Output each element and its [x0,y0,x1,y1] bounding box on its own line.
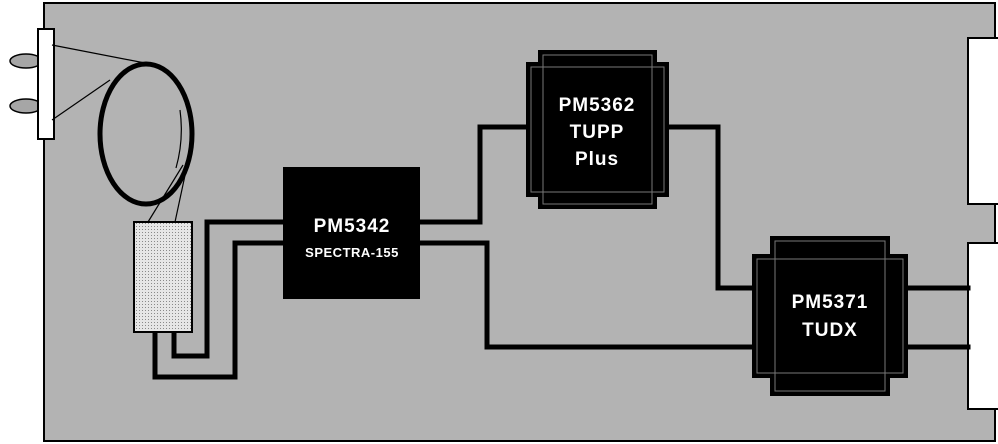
optical-module-icon [133,221,193,333]
chip-spectra-name: SPECTRA-155 [305,245,399,260]
fiber-coil-icon [51,44,195,223]
edge-connector-bottom [967,242,998,410]
chip-tudx-name: TUDX [802,320,858,341]
chip-tupp-part-number: PM5362 [559,95,636,116]
edge-connector-top [967,37,998,205]
chip-tudx-part-number: PM5371 [792,292,869,313]
chip-tupp-name: TUPP [570,122,625,143]
chip-spectra-part-number: PM5342 [314,216,391,237]
chip-tupp-suffix: Plus [575,149,619,170]
optical-connector-icon [9,28,55,140]
chip-spectra-155: PM5342 SPECTRA-155 [283,167,420,299]
pcb-traces [152,124,971,380]
chip-tudx: PM5371 TUDX [752,236,908,396]
chip-tupp-plus: PM5362 TUPP Plus [526,50,669,209]
